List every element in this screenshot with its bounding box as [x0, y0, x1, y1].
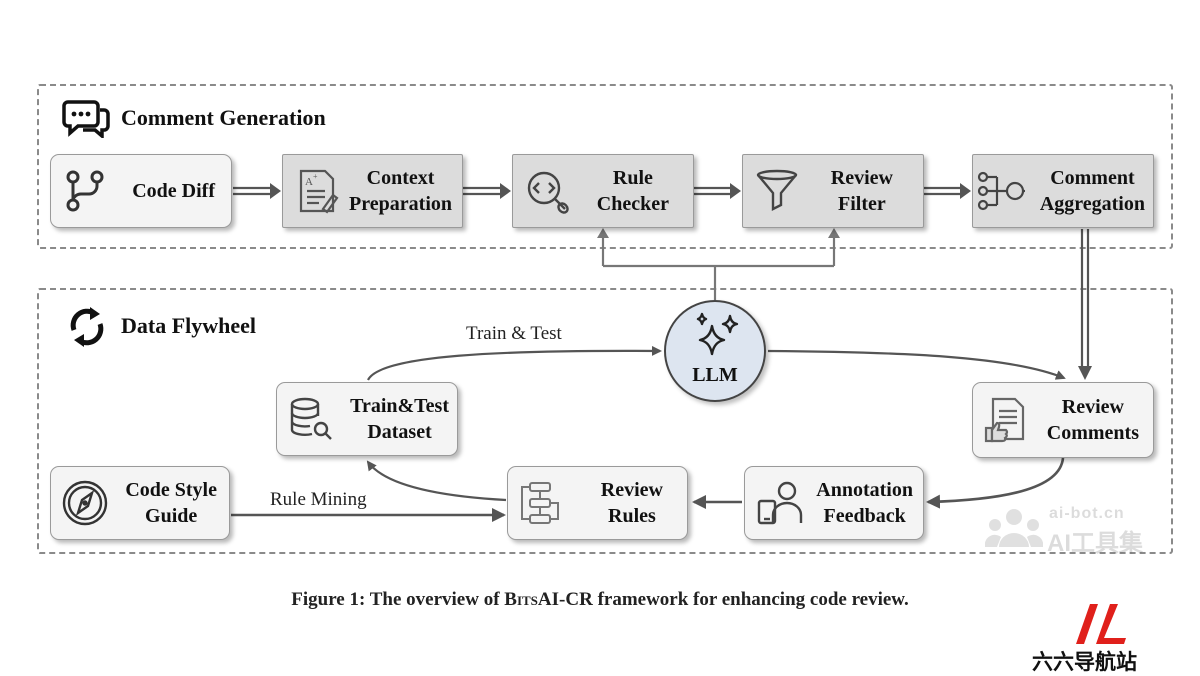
- database-search-icon: [290, 397, 332, 440]
- people-logo-icon: [985, 509, 1043, 547]
- ai-bot-site-text: ai-bot.cn: [1049, 505, 1125, 522]
- person-phone-icon: [757, 481, 803, 525]
- double-arrow-filter-to-aggregation: [924, 186, 962, 196]
- train-test-edge-label: Train & Test: [466, 323, 562, 344]
- sparkles-icon: [696, 312, 739, 356]
- review-comments-label: Review Comments: [1046, 396, 1139, 444]
- ai-tools-text: AI工具集: [1047, 530, 1143, 557]
- document-thumbs-up-icon: [984, 397, 1025, 443]
- review-rules-to-dataset-arrow: [366, 460, 507, 502]
- comment-aggregation-label: Comment Aggregation: [1039, 167, 1145, 215]
- review-filter-label: Review Filter: [830, 167, 893, 215]
- llm-to-top-row-connector: [601, 236, 836, 300]
- comment-generation-title: Comment Generation: [121, 105, 326, 130]
- caption-name: BitsAI-CR: [504, 589, 593, 610]
- double-arrow-code-diff-to-context: [233, 186, 272, 196]
- code-style-guide-node: Code Style Guide: [50, 466, 230, 540]
- double-arrow-aggregation-to-review-comments: [1080, 229, 1090, 368]
- review-rules-node: Review Rules: [507, 466, 688, 540]
- rule-mining-edge-label: Rule Mining: [270, 489, 367, 510]
- llm-node: LLM: [664, 300, 766, 402]
- train-test-dataset-label: Train&Test Dataset: [350, 395, 449, 443]
- llm-label: LLM: [692, 364, 738, 386]
- double-arrow-rule-checker-to-filter: [694, 186, 732, 196]
- git-branch-icon: [66, 170, 104, 212]
- brand-logo-icon: [1076, 604, 1126, 644]
- merge-nodes-icon: [977, 171, 1025, 211]
- code-search-icon: [527, 171, 569, 214]
- caption-suffix: framework for enhancing code review.: [592, 589, 909, 610]
- context-preparation-label: Context Preparation: [349, 167, 452, 215]
- nav-site-watermark: 六六导航站: [1028, 604, 1178, 674]
- rule-checker-label: Rule Checker: [596, 167, 669, 215]
- compass-icon: [62, 480, 108, 526]
- nav-site-text: 六六导航站: [1032, 651, 1137, 674]
- review-comments-node: Review Comments: [972, 382, 1154, 458]
- comment-generation-section: [37, 84, 1173, 249]
- document-edit-icon: A +: [299, 169, 339, 214]
- comment-aggregation-node: Comment Aggregation: [972, 154, 1154, 228]
- rule-checker-node: Rule Checker: [512, 154, 694, 228]
- refresh-cycle-icon: [70, 307, 104, 347]
- data-flywheel-title: Data Flywheel: [121, 313, 257, 338]
- review-rules-label: Review Rules: [600, 479, 663, 527]
- double-arrow-context-to-rule-checker: [463, 186, 502, 196]
- annotation-feedback-label: Annotation Feedback: [816, 479, 913, 527]
- review-filter-node: Review Filter: [742, 154, 924, 228]
- code-diff-node: Code Diff: [50, 154, 232, 228]
- svg-text:+: +: [313, 172, 318, 181]
- annotation-feedback-node: Annotation Feedback: [744, 466, 924, 540]
- train-test-dataset-node: Train&Test Dataset: [276, 382, 458, 456]
- svg-text:A: A: [305, 176, 313, 188]
- train-test-arrow: [367, 345, 662, 381]
- funnel-icon: [756, 169, 798, 211]
- review-comments-to-annotation-arrow: [926, 457, 1065, 509]
- caption-prefix: Figure 1: The overview of: [291, 589, 505, 610]
- code-diff-label: Code Diff: [132, 180, 215, 202]
- figure-caption: Figure 1: The overview of BitsAI-CR fram…: [0, 589, 1200, 611]
- context-preparation-node: A + Context Preparation: [282, 154, 463, 228]
- llm-to-review-comments-arrow: [767, 349, 1066, 380]
- code-style-guide-label: Code Style Guide: [125, 479, 217, 527]
- flowchart-icon: [521, 482, 559, 524]
- data-flywheel-section: [37, 288, 1173, 554]
- chat-bubble-icon: [62, 100, 110, 138]
